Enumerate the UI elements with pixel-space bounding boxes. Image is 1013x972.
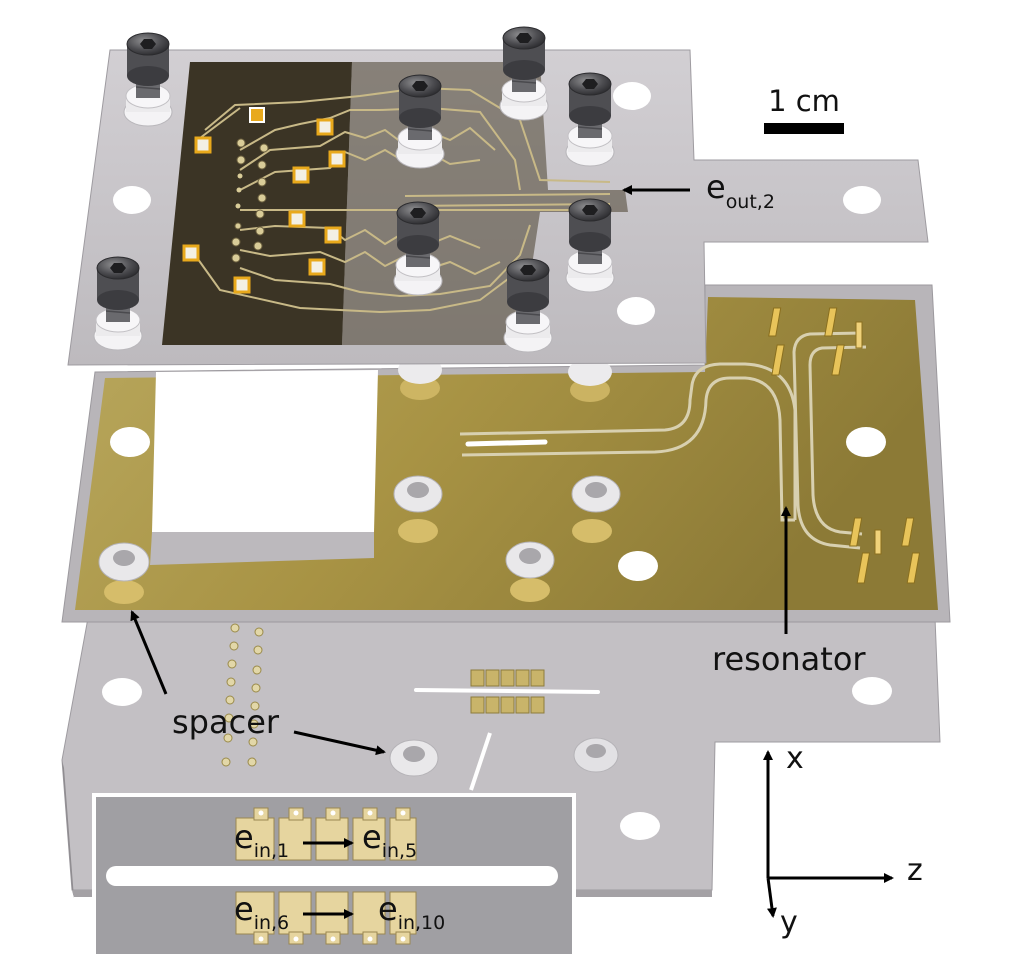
- connector-pins: [768, 307, 921, 584]
- socket-head-screw: [93, 256, 143, 351]
- spacer-ring: [505, 541, 555, 579]
- via-row: [221, 623, 264, 767]
- label-e-in-10: ein,10: [378, 890, 445, 934]
- mount-hole: [110, 427, 150, 457]
- x-axis-label: x: [786, 741, 804, 776]
- mount-hole: [620, 812, 660, 840]
- smd-components: [182, 107, 346, 294]
- inset-pointer-line: [469, 732, 492, 791]
- scale-bar: 1 cm: [764, 84, 844, 134]
- y-axis-label: y: [780, 905, 798, 940]
- z-axis-label: z: [907, 853, 923, 888]
- mount-hole: [613, 82, 651, 110]
- top-pcb-plate: [67, 49, 929, 366]
- spacer-ring: [393, 475, 443, 513]
- label-spacer: spacer: [172, 703, 280, 741]
- inset-electrode-pads: [235, 807, 417, 945]
- label-resonator: resonator: [712, 640, 866, 678]
- mount-hole: [617, 297, 655, 325]
- input-slot: [414, 688, 600, 694]
- mount-hole: [843, 186, 881, 214]
- screw-group: [93, 26, 615, 353]
- mount-hole: [113, 186, 151, 214]
- spacer-ring: [571, 475, 621, 513]
- mount-hole: [846, 427, 886, 457]
- socket-head-screw: [503, 258, 553, 353]
- mount-hole: [852, 677, 892, 705]
- socket-head-screw: [123, 32, 173, 127]
- label-e-in-6: ein,6: [234, 890, 289, 934]
- spacer-ring: [389, 739, 439, 777]
- socket-head-screw: [565, 72, 615, 167]
- spacer-ring: [98, 542, 150, 582]
- spacer-arrow-left: [130, 610, 168, 695]
- mount-hole: [618, 551, 658, 581]
- label-e-in-5: ein,5: [362, 818, 417, 862]
- spacer-ring: [573, 737, 619, 773]
- socket-head-screw: [565, 198, 615, 293]
- inset-slot: [106, 866, 558, 886]
- label-e-in-1: ein,1: [234, 818, 289, 862]
- socket-head-screw: [395, 74, 445, 169]
- label-e-out-2: eout,2: [706, 168, 775, 213]
- resonator-structure: [459, 331, 867, 550]
- input-electrode-pads: [470, 669, 545, 714]
- y-axis-arrow: [766, 877, 777, 918]
- pcb-vias: [231, 138, 269, 263]
- coordinate-axes: x z y: [763, 741, 923, 940]
- socket-head-screw: [499, 26, 549, 121]
- socket-head-screw: [393, 201, 443, 296]
- mount-hole: [102, 678, 142, 706]
- inset-zoom-panel: ein,1 ein,5 ein,6 ein,10: [92, 793, 576, 958]
- plate-cutout: [152, 370, 378, 532]
- spacer-arrow-right: [293, 730, 386, 756]
- middle-gold-plate: [61, 284, 951, 623]
- scale-bar-label: 1 cm: [768, 84, 840, 118]
